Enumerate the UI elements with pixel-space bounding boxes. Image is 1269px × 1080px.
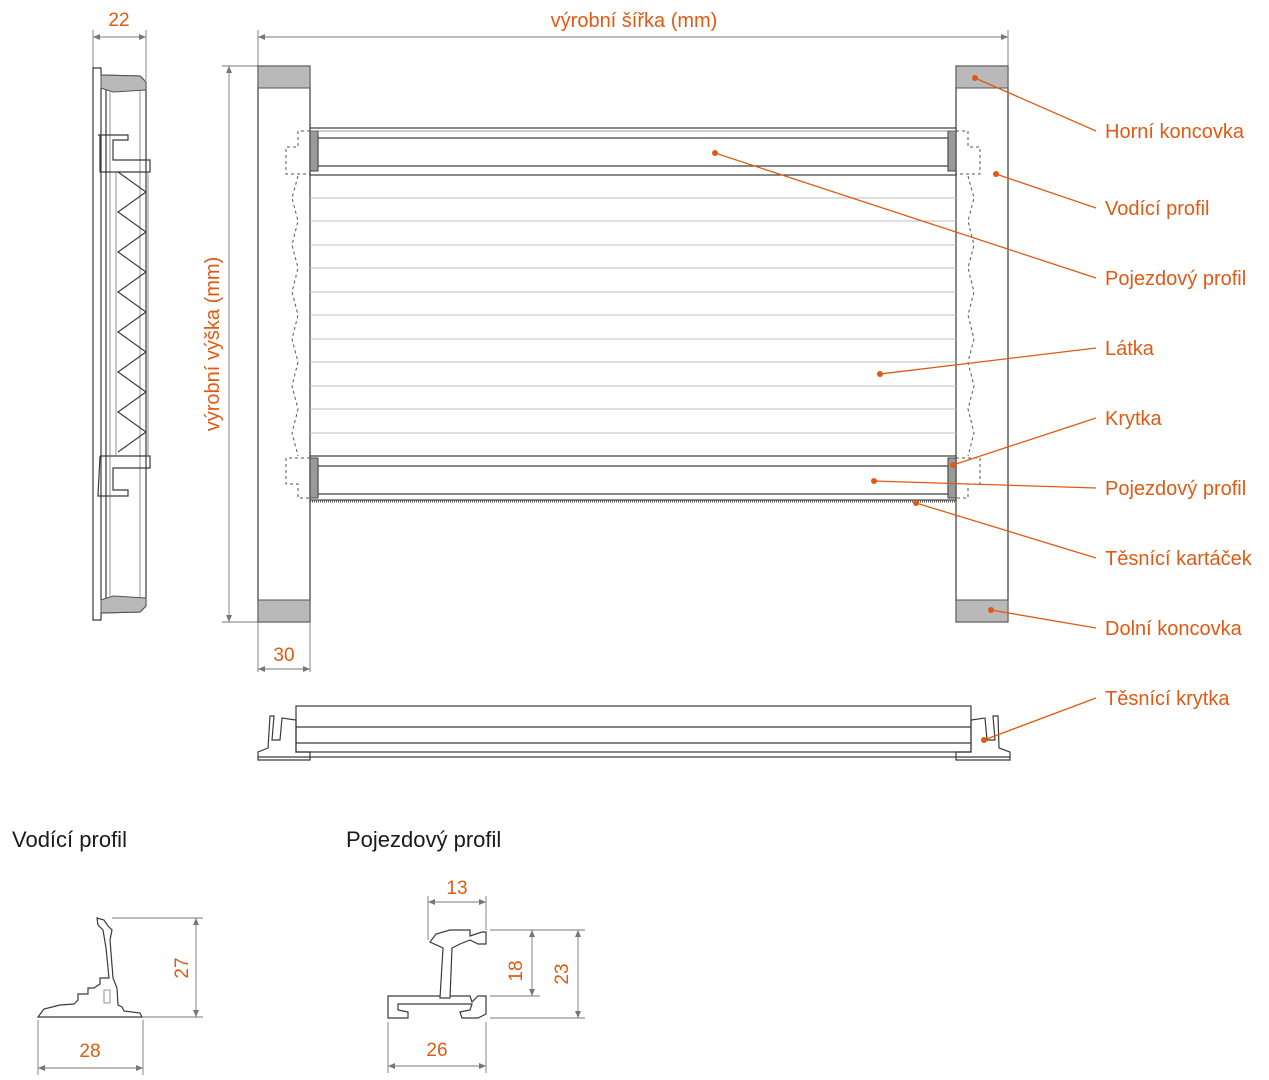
rail-profile-section: Pojezdový profil 13 18 23 26 (346, 827, 585, 1073)
label-pojezdovy-profil-top: Pojezdový profil (1105, 268, 1246, 290)
dim-height-label: výrobní výška (mm) (202, 257, 224, 431)
dim-side-depth: 22 (108, 10, 129, 31)
guide-profile-section: Vodící profil 27 28 (12, 827, 203, 1075)
side-view: 22 (92, 10, 151, 621)
front-view: výrobní šířka (mm) výrobní výška (mm) 30 (202, 10, 1009, 672)
pleated-fabric (291, 175, 975, 457)
title-rail-profile: Pojezdový profil (346, 827, 501, 852)
dim-rail-width: 26 (426, 1040, 447, 1061)
label-krytka: Krytka (1105, 408, 1163, 430)
callouts: Horní koncovka Vodící profil Pojezdový p… (712, 75, 1253, 743)
label-vodici-profil: Vodící profil (1105, 198, 1210, 220)
label-tesnici-krytka: Těsnící krytka (1105, 688, 1230, 710)
label-tesnici-kartacek: Těsnící kartáček (1105, 548, 1253, 570)
label-dolni-koncovka: Dolní koncovka (1105, 618, 1243, 640)
label-latka: Látka (1105, 338, 1155, 360)
title-guide-profile: Vodící profil (12, 827, 127, 852)
dim-frame-width: 30 (273, 645, 294, 666)
label-horni-koncovka: Horní koncovka (1105, 121, 1245, 143)
dim-rail-height: 23 (552, 963, 573, 984)
dim-rail-inner: 18 (506, 960, 527, 981)
dim-guide-width: 28 (79, 1041, 100, 1062)
dim-guide-height: 27 (172, 957, 193, 978)
dim-width-label: výrobní šířka (mm) (551, 10, 718, 32)
top-view (257, 705, 1011, 761)
dim-rail-top: 13 (446, 878, 467, 899)
label-pojezdovy-profil-bottom: Pojezdový profil (1105, 478, 1246, 500)
